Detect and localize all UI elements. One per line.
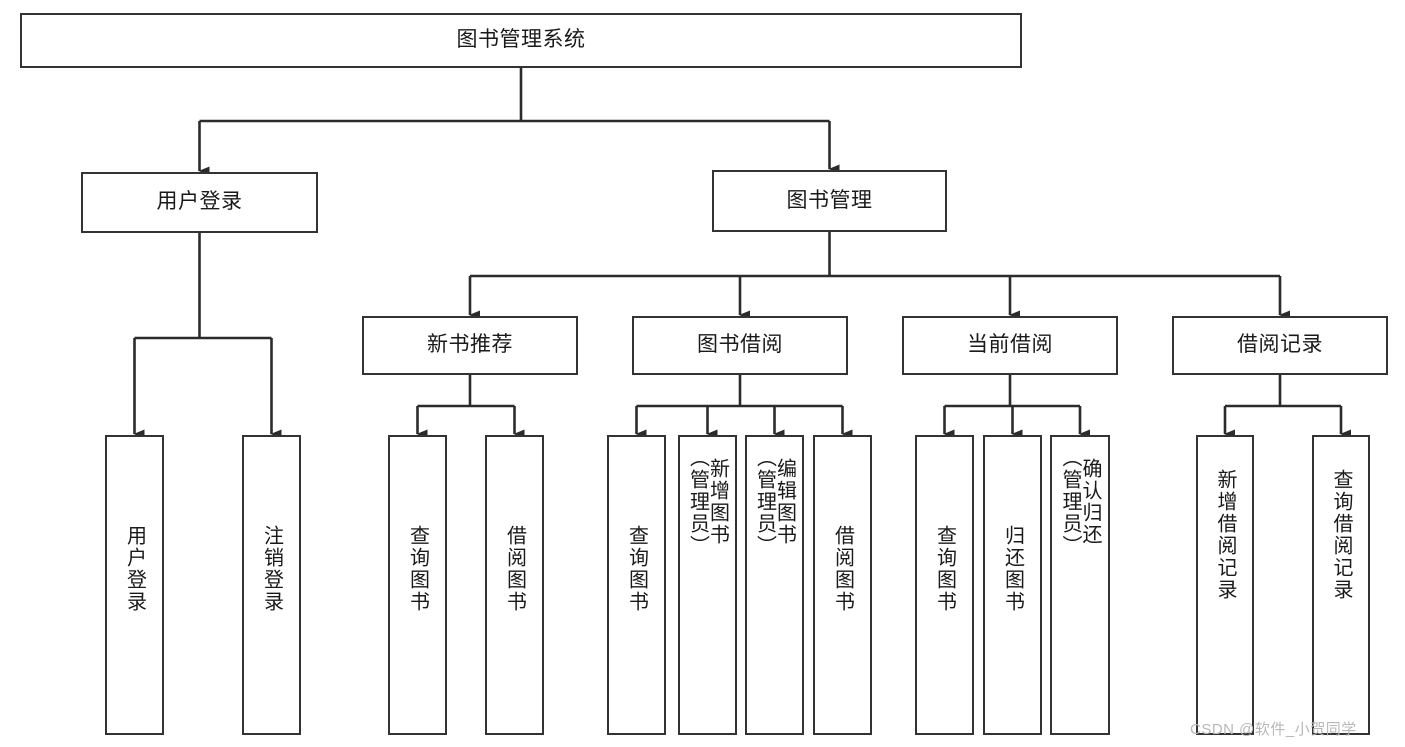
leaf-confirm-return-admin[interactable]: 确认归还 （管理员） (1050, 435, 1110, 735)
node-label: 注销登录 (260, 525, 283, 613)
leaf-add-book-admin[interactable]: 新增图书 （管理员） (678, 435, 737, 735)
node-label: 图书管理系统 (456, 28, 586, 52)
leaf-query-borrow-record[interactable]: 查询借阅记录 (1312, 435, 1370, 735)
node-new-book-recommend[interactable]: 新书推荐 (362, 316, 578, 375)
node-label: 查询图书 (933, 525, 956, 613)
leaf-add-borrow-record[interactable]: 新增借阅记录 (1196, 435, 1254, 735)
node-label: 图书借阅 (697, 333, 783, 357)
node-label: 编辑图书 （管理员） (753, 447, 796, 557)
node-label: 借阅图书 (831, 525, 854, 613)
node-label: 查询借阅记录 (1330, 469, 1352, 601)
node-label: 查询图书 (406, 525, 429, 613)
node-label: 用户登录 (156, 190, 243, 214)
leaf-user-login[interactable]: 用户登录 (105, 435, 164, 735)
leaf-borrow-book-recommend[interactable]: 借阅图书 (485, 435, 544, 735)
leaf-logout[interactable]: 注销登录 (242, 435, 301, 735)
node-book-management[interactable]: 图书管理 (712, 170, 947, 232)
node-label: 确认归还 （管理员） (1059, 447, 1101, 557)
node-label: 新书推荐 (427, 333, 513, 357)
node-current-borrow[interactable]: 当前借阅 (902, 316, 1118, 375)
leaf-borrow-book[interactable]: 借阅图书 (813, 435, 872, 735)
node-label: 查询图书 (625, 525, 648, 613)
watermark: CSDN @软件_小贺同学 (1190, 721, 1357, 738)
node-label: 图书管理 (786, 188, 873, 212)
node-label: 新增借阅记录 (1214, 469, 1236, 601)
node-label: 用户登录 (123, 525, 146, 613)
node-book-borrow[interactable]: 图书借阅 (632, 316, 848, 375)
leaf-query-book-current[interactable]: 查询图书 (915, 435, 974, 735)
node-label: 当前借阅 (967, 333, 1053, 357)
leaf-return-book[interactable]: 归还图书 (983, 435, 1042, 735)
leaf-query-book-recommend[interactable]: 查询图书 (388, 435, 447, 735)
leaf-query-book-borrow[interactable]: 查询图书 (607, 435, 666, 735)
leaf-edit-book-admin[interactable]: 编辑图书 （管理员） (745, 435, 804, 735)
node-user-login[interactable]: 用户登录 (81, 172, 318, 233)
node-label: 借阅记录 (1237, 333, 1323, 357)
node-label: 新增图书 （管理员） (686, 447, 729, 557)
node-label: 借阅图书 (503, 525, 526, 613)
node-root[interactable]: 图书管理系统 (20, 13, 1022, 68)
node-borrow-record[interactable]: 借阅记录 (1172, 316, 1388, 375)
node-label: 归还图书 (1001, 525, 1024, 613)
